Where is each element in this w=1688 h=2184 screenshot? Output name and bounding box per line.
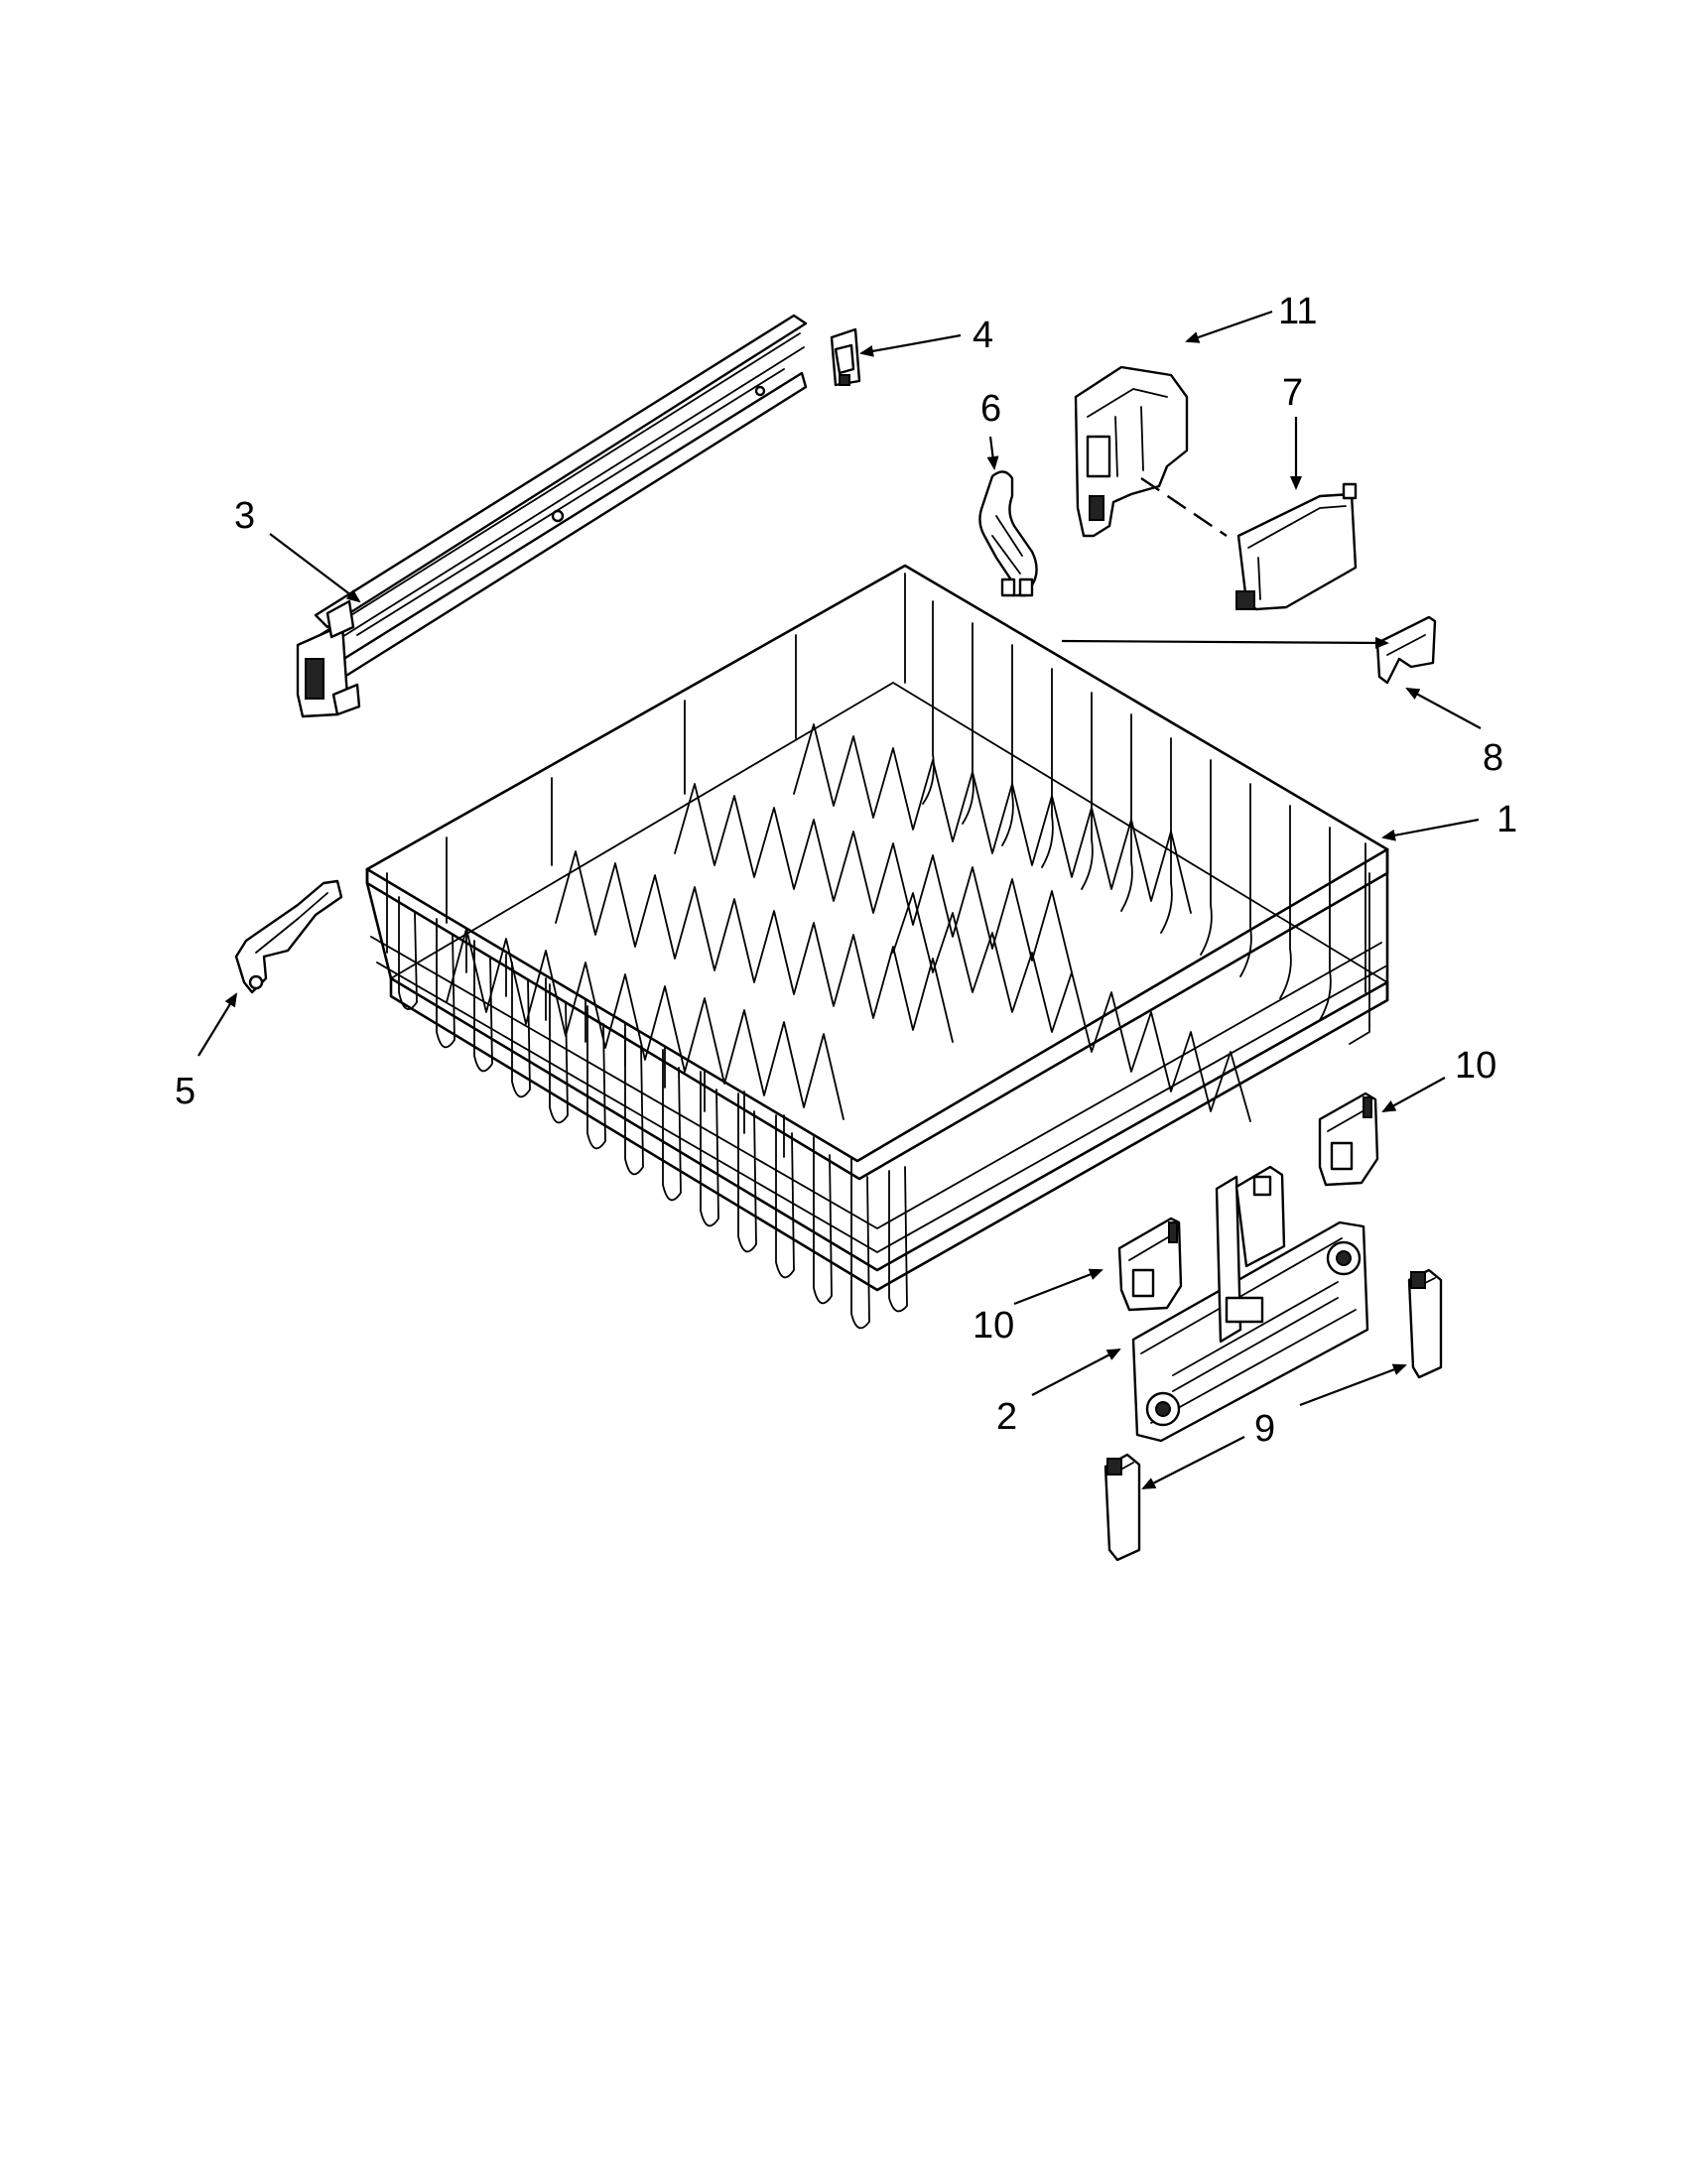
leader-lines xyxy=(197,310,1482,1489)
adjuster-clip-left xyxy=(1117,1217,1183,1312)
small-bracket xyxy=(1375,615,1437,685)
callout-11: 11 xyxy=(1278,291,1317,332)
rack-clip xyxy=(978,470,1038,597)
rack-stop-post-lower xyxy=(1104,1453,1141,1562)
adjuster-cover xyxy=(1235,482,1358,611)
rack-stop-post-upper xyxy=(1407,1268,1443,1379)
callout-10-left: 10 xyxy=(973,1305,1014,1347)
rack-stop xyxy=(234,879,343,994)
rack-adjuster-assembly xyxy=(1131,1165,1369,1443)
callout-2: 2 xyxy=(996,1396,1017,1438)
rail-end-cap xyxy=(830,327,861,387)
callout-labels: 1 2 3 4 5 6 7 8 9 10 10 11 xyxy=(175,291,1517,1450)
upper-dish-rack xyxy=(365,564,1389,1330)
callout-3: 3 xyxy=(234,495,255,537)
callout-1: 1 xyxy=(1496,799,1517,840)
rack-rail xyxy=(296,314,808,718)
callout-6: 6 xyxy=(980,388,1001,430)
callout-4: 4 xyxy=(973,315,993,356)
callout-5: 5 xyxy=(175,1071,195,1112)
callout-7: 7 xyxy=(1282,372,1303,414)
callout-10-right: 10 xyxy=(1455,1045,1496,1087)
callout-8: 8 xyxy=(1483,737,1503,779)
callout-9: 9 xyxy=(1254,1408,1275,1450)
adjuster-housing xyxy=(1074,365,1189,538)
assembly-dashed-line xyxy=(1140,477,1228,537)
adjuster-clip-right xyxy=(1318,1092,1379,1187)
